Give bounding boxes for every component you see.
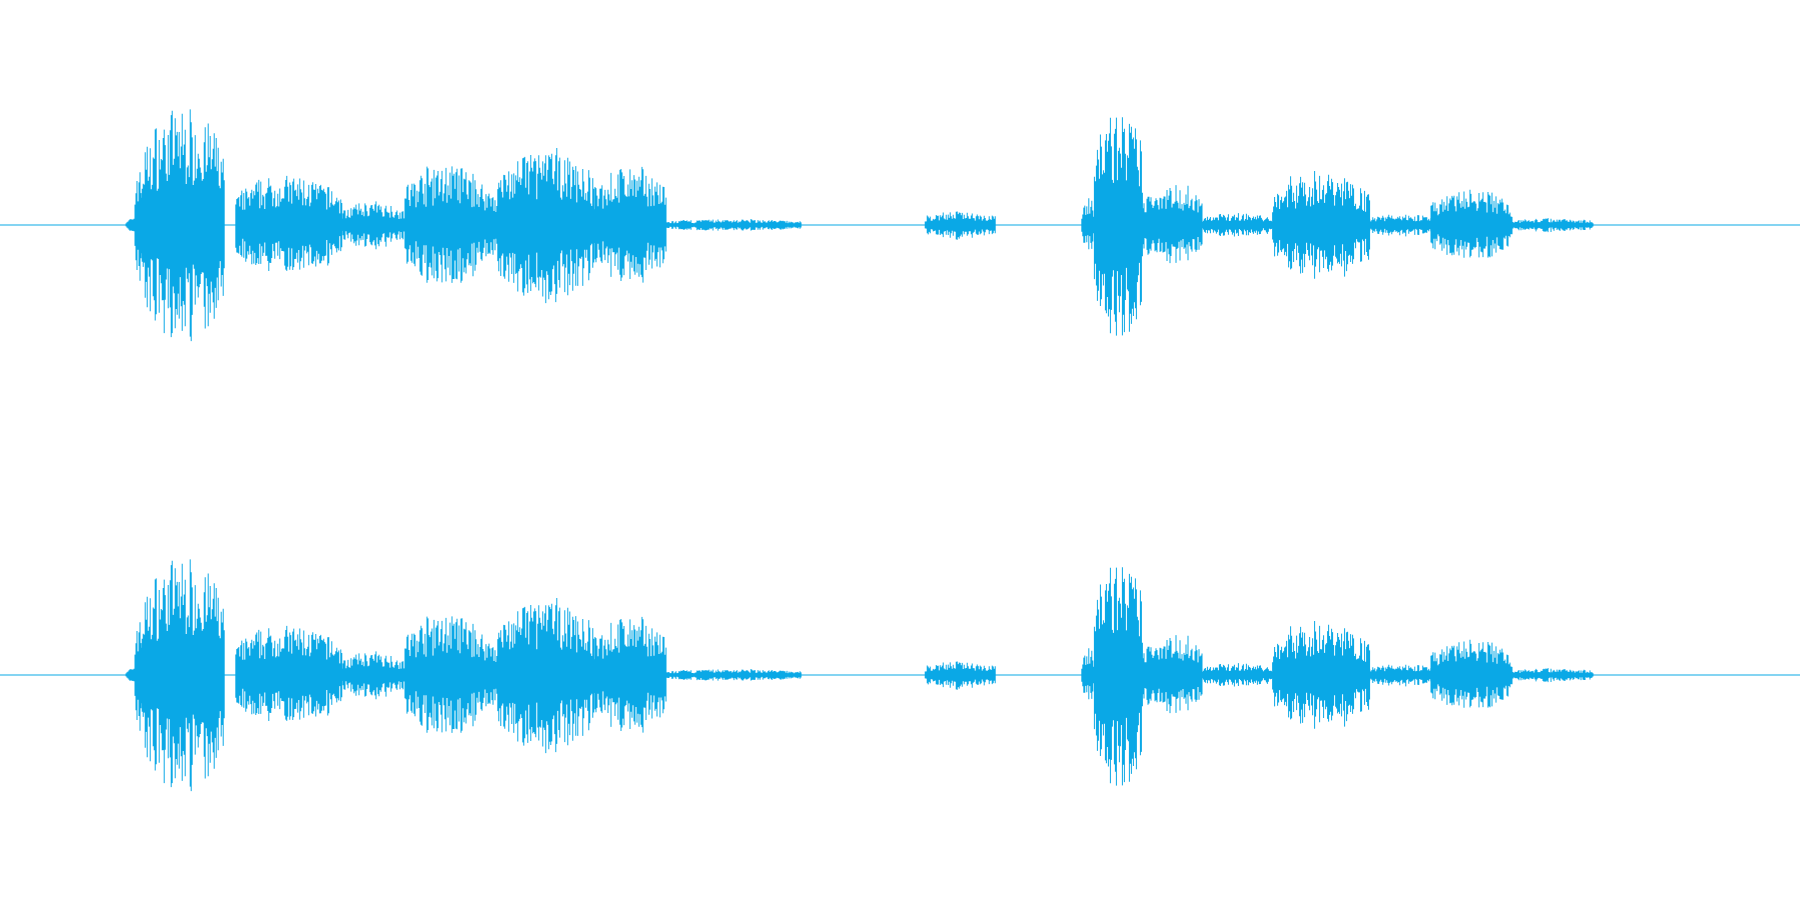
- channel-1-segment-11: [924, 211, 996, 240]
- channel-1-segment-19: [1511, 218, 1594, 233]
- channel-2-segment-14: [1142, 635, 1203, 714]
- channel-2-segment-7: [485, 643, 497, 705]
- channel-2-segment-12: [1081, 648, 1095, 700]
- channel-1-segment-17: [1369, 214, 1432, 237]
- channel-2-segment-5: [341, 651, 406, 700]
- channel-1-segment-4: [235, 175, 343, 271]
- channel-2-segment-9: [593, 616, 667, 733]
- channel-1-segment-6: [404, 166, 487, 283]
- channel-1-segment-9: [593, 166, 667, 283]
- channel-1-segment-13: [1093, 117, 1143, 336]
- channel-1-segment-12: [1081, 198, 1095, 250]
- channel-2-segment-10: [665, 669, 802, 681]
- channel-1-segment-2: [134, 172, 143, 281]
- channel-1-segment-7: [485, 193, 497, 255]
- channel-1-segment-16: [1272, 171, 1371, 279]
- channel-2-segment-11: [924, 661, 996, 690]
- channel-1-segment-18: [1430, 189, 1513, 258]
- channel-2-waveform: [0, 559, 1800, 792]
- channel-2-segment-2: [134, 622, 143, 731]
- channel-1-waveform: [0, 109, 1800, 342]
- channel-2-segment-15: [1201, 663, 1273, 687]
- channel-1-segment-8: [496, 148, 595, 304]
- channel-1-segment-14: [1142, 185, 1203, 264]
- channel-2-segment-4: [235, 625, 343, 721]
- channel-2-segment-6: [404, 616, 487, 733]
- channel-2-segment-13: [1093, 567, 1143, 786]
- channel-1-segment-5: [341, 201, 406, 250]
- channel-2-segment-16: [1272, 621, 1371, 729]
- channel-1-segment-3: [141, 109, 225, 342]
- channel-1-segment-15: [1201, 213, 1273, 237]
- channel-1-segment-10: [665, 219, 802, 231]
- channel-2-segment-17: [1369, 664, 1432, 687]
- channel-2-segment-18: [1430, 639, 1513, 708]
- channel-2-segment-8: [496, 598, 595, 754]
- channel-2-segment-3: [141, 559, 225, 792]
- channel-2-segment-19: [1511, 668, 1594, 683]
